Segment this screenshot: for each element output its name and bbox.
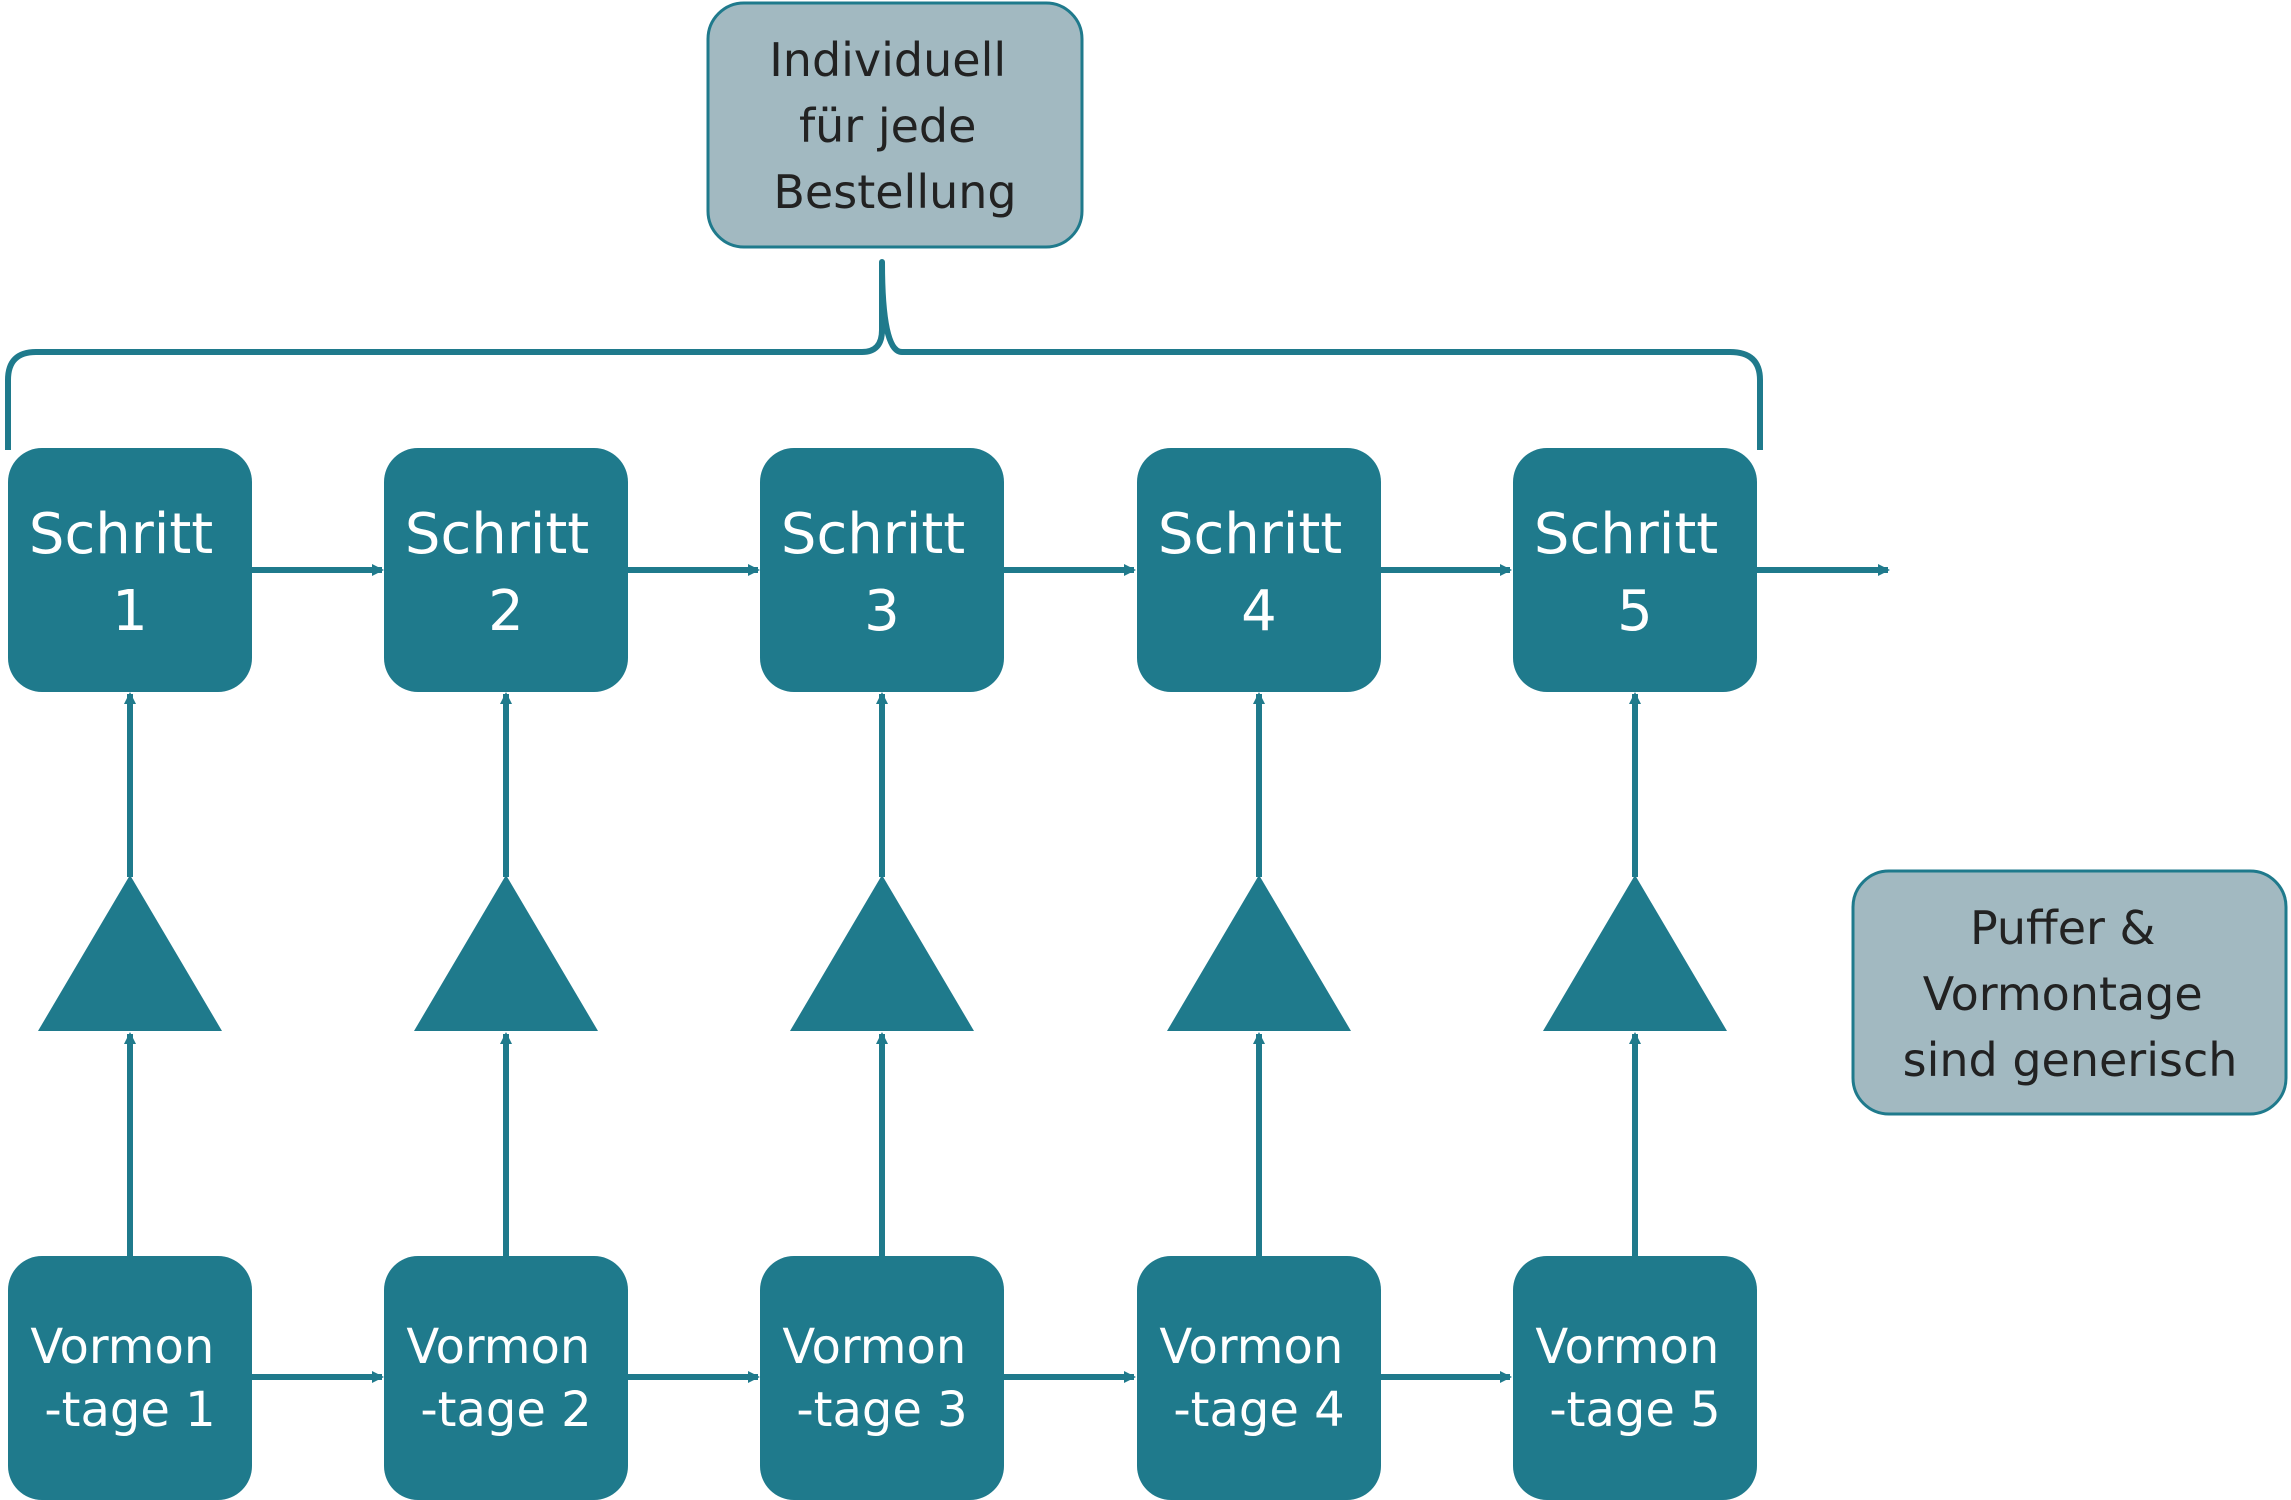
buffers [38, 875, 1727, 1031]
preassembly-box-4-line-1: Vormon [1159, 1319, 1343, 1375]
top-note-line-3: Bestellung [773, 165, 1016, 219]
step-box-5-shape [1513, 448, 1757, 692]
svg-text:Puffer & Vormontage: Puffer & Vormontage sind generisch [1903, 901, 2238, 1087]
preassembly-box-1: Vormon -tage 1 [8, 1256, 252, 1500]
preassembly-box-5: Vormon -tage 5 [1513, 1256, 1757, 1500]
step-box-2-shape [384, 448, 628, 692]
preassembly-box-2-line-2: -tage 2 [420, 1382, 591, 1438]
triangle-icon [38, 875, 222, 1031]
step-box-1: Schritt 1 [8, 448, 252, 692]
side-note: Puffer & Vormontage sind generisch [1851, 869, 2288, 1116]
side-note-box [1851, 869, 2288, 1116]
preassembly-box-1-line-1: Vormon [30, 1319, 214, 1375]
top-note: Individuell für jede Bestellung [706, 1, 1084, 249]
step-box-3: Schritt 3 [760, 448, 1004, 692]
side-note-line-3: sind generisch [1903, 1033, 2238, 1087]
top-note-line-1: Individuell [769, 33, 1006, 87]
step-box-1-title: Schritt [29, 502, 213, 567]
top-note-box [706, 1, 1084, 249]
svg-text:Schritt 2: Schritt 2 [405, 502, 607, 644]
triangle-icon [1543, 875, 1727, 1031]
svg-text:Vormon -tage 4: Vormon -tage 4 [1159, 1319, 1358, 1438]
preassembly-box-4-shape [1137, 1256, 1381, 1500]
preassembly-box-2-shape [384, 1256, 628, 1500]
svg-text:Schritt 3: Schritt 3 [781, 502, 983, 644]
step-box-4-title: Schritt [1158, 502, 1342, 567]
step-box-1-number: 1 [112, 579, 148, 644]
svg-text:Schritt 5: Schritt 5 [1534, 502, 1736, 644]
preassembly-box-5-line-1: Vormon [1535, 1319, 1719, 1375]
side-note-line-1: Puffer & [1970, 901, 2155, 955]
preassembly-box-1-shape [8, 1256, 252, 1500]
top-note-line-2: für jede [799, 99, 976, 153]
step-box-4-shape [1137, 448, 1381, 692]
preassembly-box-5-line-2: -tage 5 [1549, 1382, 1720, 1438]
side-note-line-2: Vormontage [1923, 967, 2203, 1021]
step-box-3-number: 3 [864, 579, 900, 644]
svg-text:Schritt 4: Schritt 4 [1158, 502, 1360, 644]
step-box-4-number: 4 [1241, 579, 1277, 644]
vertical-arrows [124, 692, 1641, 1256]
preassembly-box-5-shape [1513, 1256, 1757, 1500]
svg-text:Vormon -tage 5: Vormon -tage 5 [1535, 1319, 1734, 1438]
preassembly-box-2-line-1: Vormon [406, 1319, 590, 1375]
step-box-2: Schritt 2 [384, 448, 628, 692]
step-box-2-number: 2 [488, 579, 524, 644]
step-boxes: Schritt 1 Schritt 2 Schritt 3 Schritt 4 [8, 448, 1757, 692]
step-box-5-number: 5 [1617, 579, 1653, 644]
step-box-4: Schritt 4 [1137, 448, 1381, 692]
step-box-5: Schritt 5 [1513, 448, 1757, 692]
step-box-3-title: Schritt [781, 502, 965, 567]
triangle-icon [1167, 875, 1351, 1031]
step-box-5-title: Schritt [1534, 502, 1718, 567]
svg-text:Vormon -tage 1: Vormon -tage 1 [30, 1319, 229, 1438]
preassembly-box-1-line-2: -tage 1 [44, 1382, 215, 1438]
preassembly-box-4-line-2: -tage 4 [1173, 1382, 1344, 1438]
preassembly-box-4: Vormon -tage 4 [1137, 1256, 1381, 1500]
svg-text:Vormon -tage 3: Vormon -tage 3 [782, 1319, 981, 1438]
preassembly-box-3-shape [760, 1256, 1004, 1500]
step-box-3-shape [760, 448, 1004, 692]
triangle-icon [414, 875, 598, 1031]
step-box-1-shape [8, 448, 252, 692]
preassembly-box-3-line-1: Vormon [782, 1319, 966, 1375]
preassembly-boxes: Vormon -tage 1 Vormon -tage 2 Vormon -ta… [8, 1256, 1757, 1500]
triangle-icon [790, 875, 974, 1031]
grouping-brace [5, 259, 1763, 450]
preassembly-box-2: Vormon -tage 2 [384, 1256, 628, 1500]
step-box-2-title: Schritt [405, 502, 589, 567]
svg-text:Vormon -tage 2: Vormon -tage 2 [406, 1319, 605, 1438]
svg-text:Schritt 1: Schritt 1 [29, 502, 231, 644]
preassembly-box-3-line-2: -tage 3 [796, 1382, 967, 1438]
svg-text:Individuell für jede: Individuell für jede Bestellung [769, 33, 1021, 219]
preassembly-box-3: Vormon -tage 3 [760, 1256, 1004, 1500]
